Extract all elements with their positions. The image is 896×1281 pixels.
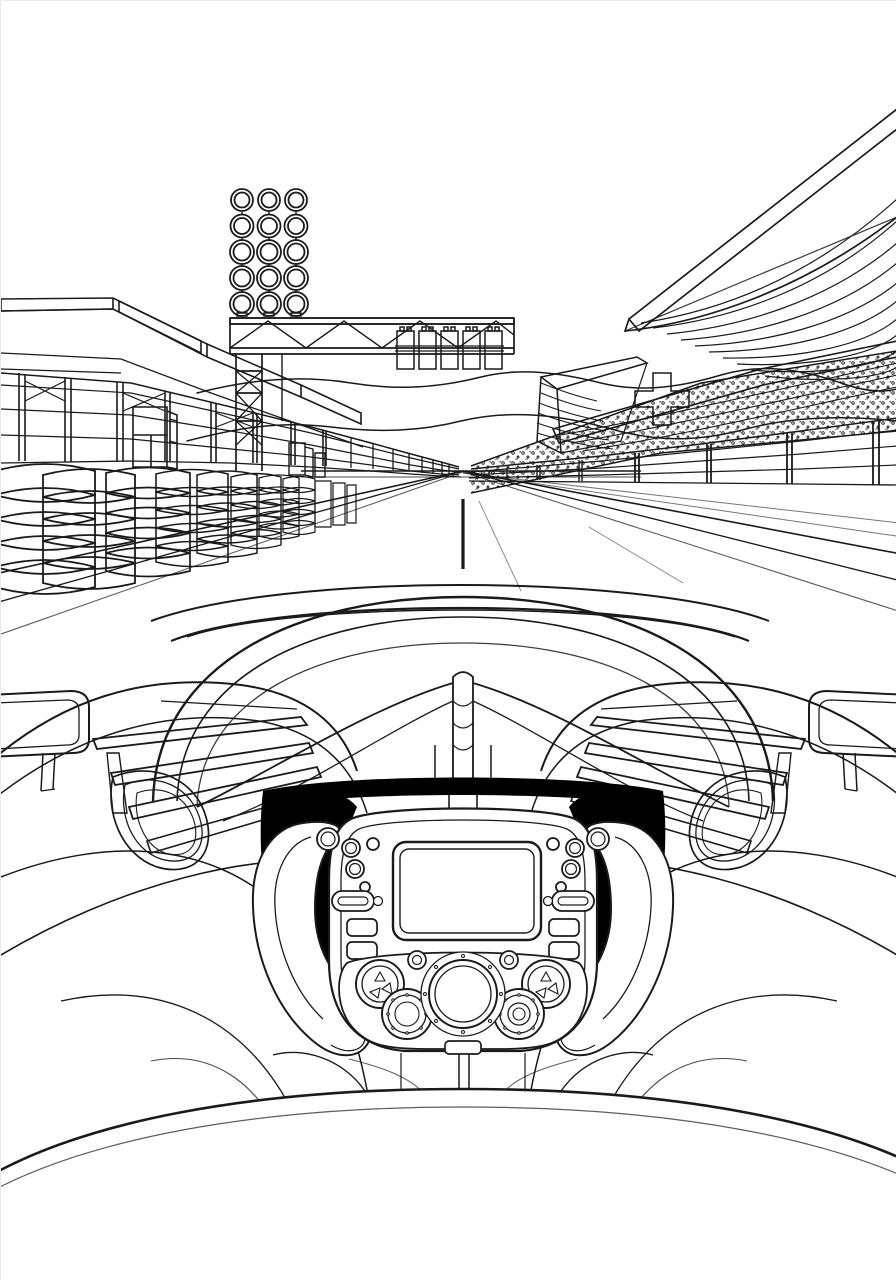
- center-hub-dial[interactable]: [420, 951, 506, 1037]
- grandstand-roof-secondary: [551, 340, 896, 452]
- small-button-right[interactable]: [499, 950, 519, 970]
- start-light-gantry: [229, 317, 515, 471]
- marshal-post: [132, 406, 178, 470]
- left-toggle-switch[interactable]: [331, 890, 384, 912]
- right-mirror: [808, 689, 896, 792]
- race-track: [1, 470, 896, 635]
- floodlight-tower: [229, 188, 309, 317]
- rotary-dial-left[interactable]: [355, 959, 405, 1009]
- right-catch-fence: [468, 417, 896, 486]
- tire-stack: [155, 468, 229, 568]
- button-cluster-top-left[interactable]: [316, 827, 380, 893]
- tire-stack: [1, 463, 96, 595]
- button-top-left-3[interactable]: [366, 837, 380, 851]
- nose-cone: [1, 1087, 896, 1281]
- tire-stack: [196, 470, 258, 558]
- rocker-left-1[interactable]: [346, 918, 378, 937]
- pit-building-roof: [1, 297, 364, 448]
- button-cluster-top-right[interactable]: [546, 827, 610, 893]
- tire-stack-far: [314, 480, 357, 528]
- halo-safety-device: [151, 595, 775, 842]
- left-mirror: [1, 689, 90, 792]
- wheel-bottom-tab[interactable]: [444, 1040, 482, 1055]
- tire-stack: [105, 466, 191, 578]
- small-button-left[interactable]: [407, 950, 427, 970]
- right-toggle-switch[interactable]: [542, 890, 595, 912]
- front-left-wheel: [110, 770, 210, 871]
- tire-barrier: [1, 463, 357, 595]
- rocker-right-1[interactable]: [548, 918, 580, 937]
- steering-wheel[interactable]: [251, 807, 675, 1107]
- wheel-display-screen[interactable]: [391, 840, 543, 942]
- button-top-right-3[interactable]: [546, 837, 560, 851]
- front-wing-arc: [150, 584, 770, 643]
